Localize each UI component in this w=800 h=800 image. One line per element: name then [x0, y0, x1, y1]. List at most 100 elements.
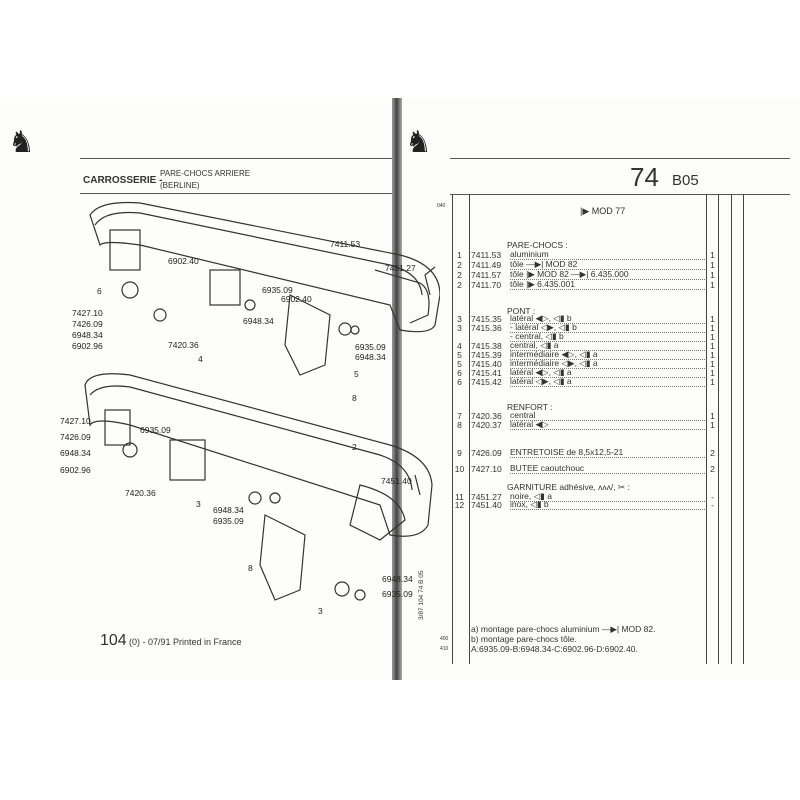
row-description: tôle |▶ MOD 82 ―▶| 6.435.000 — [510, 270, 705, 280]
row-quantity: 1 — [710, 323, 715, 333]
row-ref: 5 — [457, 359, 462, 369]
row-part-number: 7411.49 — [471, 260, 502, 270]
row-quantity: 1 — [710, 411, 715, 421]
row-part-number: 7415.35 — [471, 314, 502, 324]
bumper-exploded-diagram — [84, 201, 440, 601]
peugeot-lion-logo-right: ♞ — [405, 126, 432, 159]
row-description: tôle |▶ 6.435.001 — [510, 280, 705, 290]
peugeot-lion-logo: ♞ — [8, 126, 35, 159]
row-quantity: 1 — [710, 314, 715, 324]
margin-code-410: 410 — [440, 646, 449, 652]
row-part-number: 7411.70 — [471, 280, 502, 290]
subtitle-line1: PARE-CHOCS ARRIERE — [160, 169, 251, 178]
row-quantity: 1 — [710, 270, 715, 280]
row-part-number: 7451.40 — [471, 500, 502, 510]
side-code: 3/87 104 74 B 05 — [418, 570, 425, 620]
row-part-number: 7420.37 — [471, 420, 502, 430]
row-description: noire, ◁▮ a — [510, 492, 705, 502]
callout-label: 8 — [352, 393, 357, 403]
row-description: latéral ◀▷ — [510, 420, 705, 430]
row-description: intermédiaire ◁▶, ◁▮ a — [510, 359, 705, 369]
mod-header: |▶ MOD 77 — [580, 206, 626, 216]
footer-print-info: (0) - 07/91 Printed in France — [129, 637, 242, 647]
row-description: tôle ―▶| MOD 82 — [510, 260, 705, 270]
row-part-number: 7415.38 — [471, 341, 502, 351]
callout-label: 7426.09 — [60, 432, 91, 442]
callout-label: 6948.34 — [72, 330, 103, 340]
footer-page-number: 104 — [100, 632, 127, 649]
row-part-number: 7451.27 — [471, 492, 502, 502]
callout-label: 7451.27 — [385, 263, 416, 273]
book-gutter — [392, 98, 404, 680]
callout-label: 6935.09 — [382, 589, 413, 599]
row-quantity: 1 — [710, 359, 715, 369]
row-description: RENFORT : — [507, 402, 553, 412]
row-description: PARE-CHOCS : — [507, 240, 568, 250]
row-quantity: 1 — [710, 332, 715, 342]
row-quantity: 2 — [710, 448, 715, 458]
subtitle-line2: (BERLINE) — [160, 181, 200, 190]
row-description: latéral ◀▷, ◁▮ a — [510, 368, 705, 378]
callout-label: 7420.36 — [168, 340, 199, 350]
callout-label: 2 — [352, 442, 357, 452]
row-quantity: 1 — [710, 420, 715, 430]
row-ref: 5 — [457, 350, 462, 360]
row-ref: 2 — [457, 270, 462, 280]
row-description: ENTRETOISE de 8,5x12,5-21 — [510, 448, 705, 458]
callout-label: 6935.09 — [355, 342, 386, 352]
footnotes: a) montage pare-chocs aluminium ―▶| MOD … — [471, 624, 655, 654]
callout-label: 4 — [198, 354, 203, 364]
callout-label: 3 — [196, 499, 201, 509]
row-ref: 11 — [455, 492, 464, 502]
callout-label: 6948.34 — [355, 352, 386, 362]
callout-label: 7411.53 — [330, 239, 361, 249]
row-ref: 6 — [457, 368, 462, 378]
callout-label: 7451.40 — [381, 476, 412, 486]
callout-label: 6902.96 — [72, 341, 103, 351]
row-ref: 3 — [457, 323, 462, 333]
callout-label: 7427.10 — [72, 308, 103, 318]
row-quantity: - — [711, 492, 714, 502]
row-ref: 12 — [454, 500, 465, 510]
row-ref: 10 — [454, 464, 465, 474]
footnote-a: a) montage pare-chocs aluminium ―▶| MOD … — [471, 624, 656, 634]
row-ref: 2 — [457, 280, 462, 290]
callout-label: 3 — [318, 606, 323, 616]
row-part-number: 7415.41 — [471, 368, 502, 378]
row-ref: 2 — [457, 260, 462, 270]
row-quantity: 1 — [710, 280, 715, 290]
row-ref: 1 — [457, 250, 462, 260]
row-quantity: 1 — [710, 368, 715, 378]
row-ref: 4 — [457, 341, 462, 351]
callout-label: 8 — [248, 563, 253, 573]
row-description: intermédiaire ◀▷, ◁▮ a — [510, 350, 705, 360]
footnote-codes: A:6935.09-B:6948.34-C:6902.96-D:6902.40. — [471, 644, 638, 654]
group-number: 74 — [630, 162, 659, 192]
row-part-number: 7415.36 — [471, 323, 502, 333]
margin-code-top: 040 — [437, 203, 446, 209]
callout-label: 6902.96 — [60, 465, 91, 475]
row-part-number: 7420.36 — [471, 411, 502, 421]
callout-label: 6948.34 — [213, 505, 244, 515]
row-quantity: 2 — [710, 464, 715, 474]
subgroup-code: B05 — [672, 172, 699, 189]
row-ref: 6 — [457, 377, 462, 387]
row-quantity: 1 — [710, 350, 715, 360]
row-description: - latéral ◁▶, ◁▮ b — [510, 323, 705, 333]
row-quantity: 1 — [710, 260, 715, 270]
row-quantity: 1 — [710, 377, 715, 387]
row-ref: 8 — [457, 420, 462, 430]
row-description: PONT : — [507, 306, 536, 316]
row-quantity: 1 — [710, 341, 715, 351]
row-part-number: 7411.53 — [471, 250, 502, 260]
margin-code-400: 400 — [440, 636, 449, 642]
row-part-number: 7415.42 — [471, 377, 502, 387]
right-page — [402, 98, 800, 680]
row-description: aluminium — [510, 250, 705, 260]
callout-label: 6935.09 — [213, 516, 244, 526]
footnote-b: b) montage pare-chocs tôle. — [471, 634, 577, 644]
row-ref: 3 — [457, 314, 462, 324]
section-title: CARROSSERIE - — [83, 175, 163, 186]
callout-label: 5 — [354, 369, 359, 379]
row-description: latéral ◀▷, ◁▮ b — [510, 314, 705, 324]
